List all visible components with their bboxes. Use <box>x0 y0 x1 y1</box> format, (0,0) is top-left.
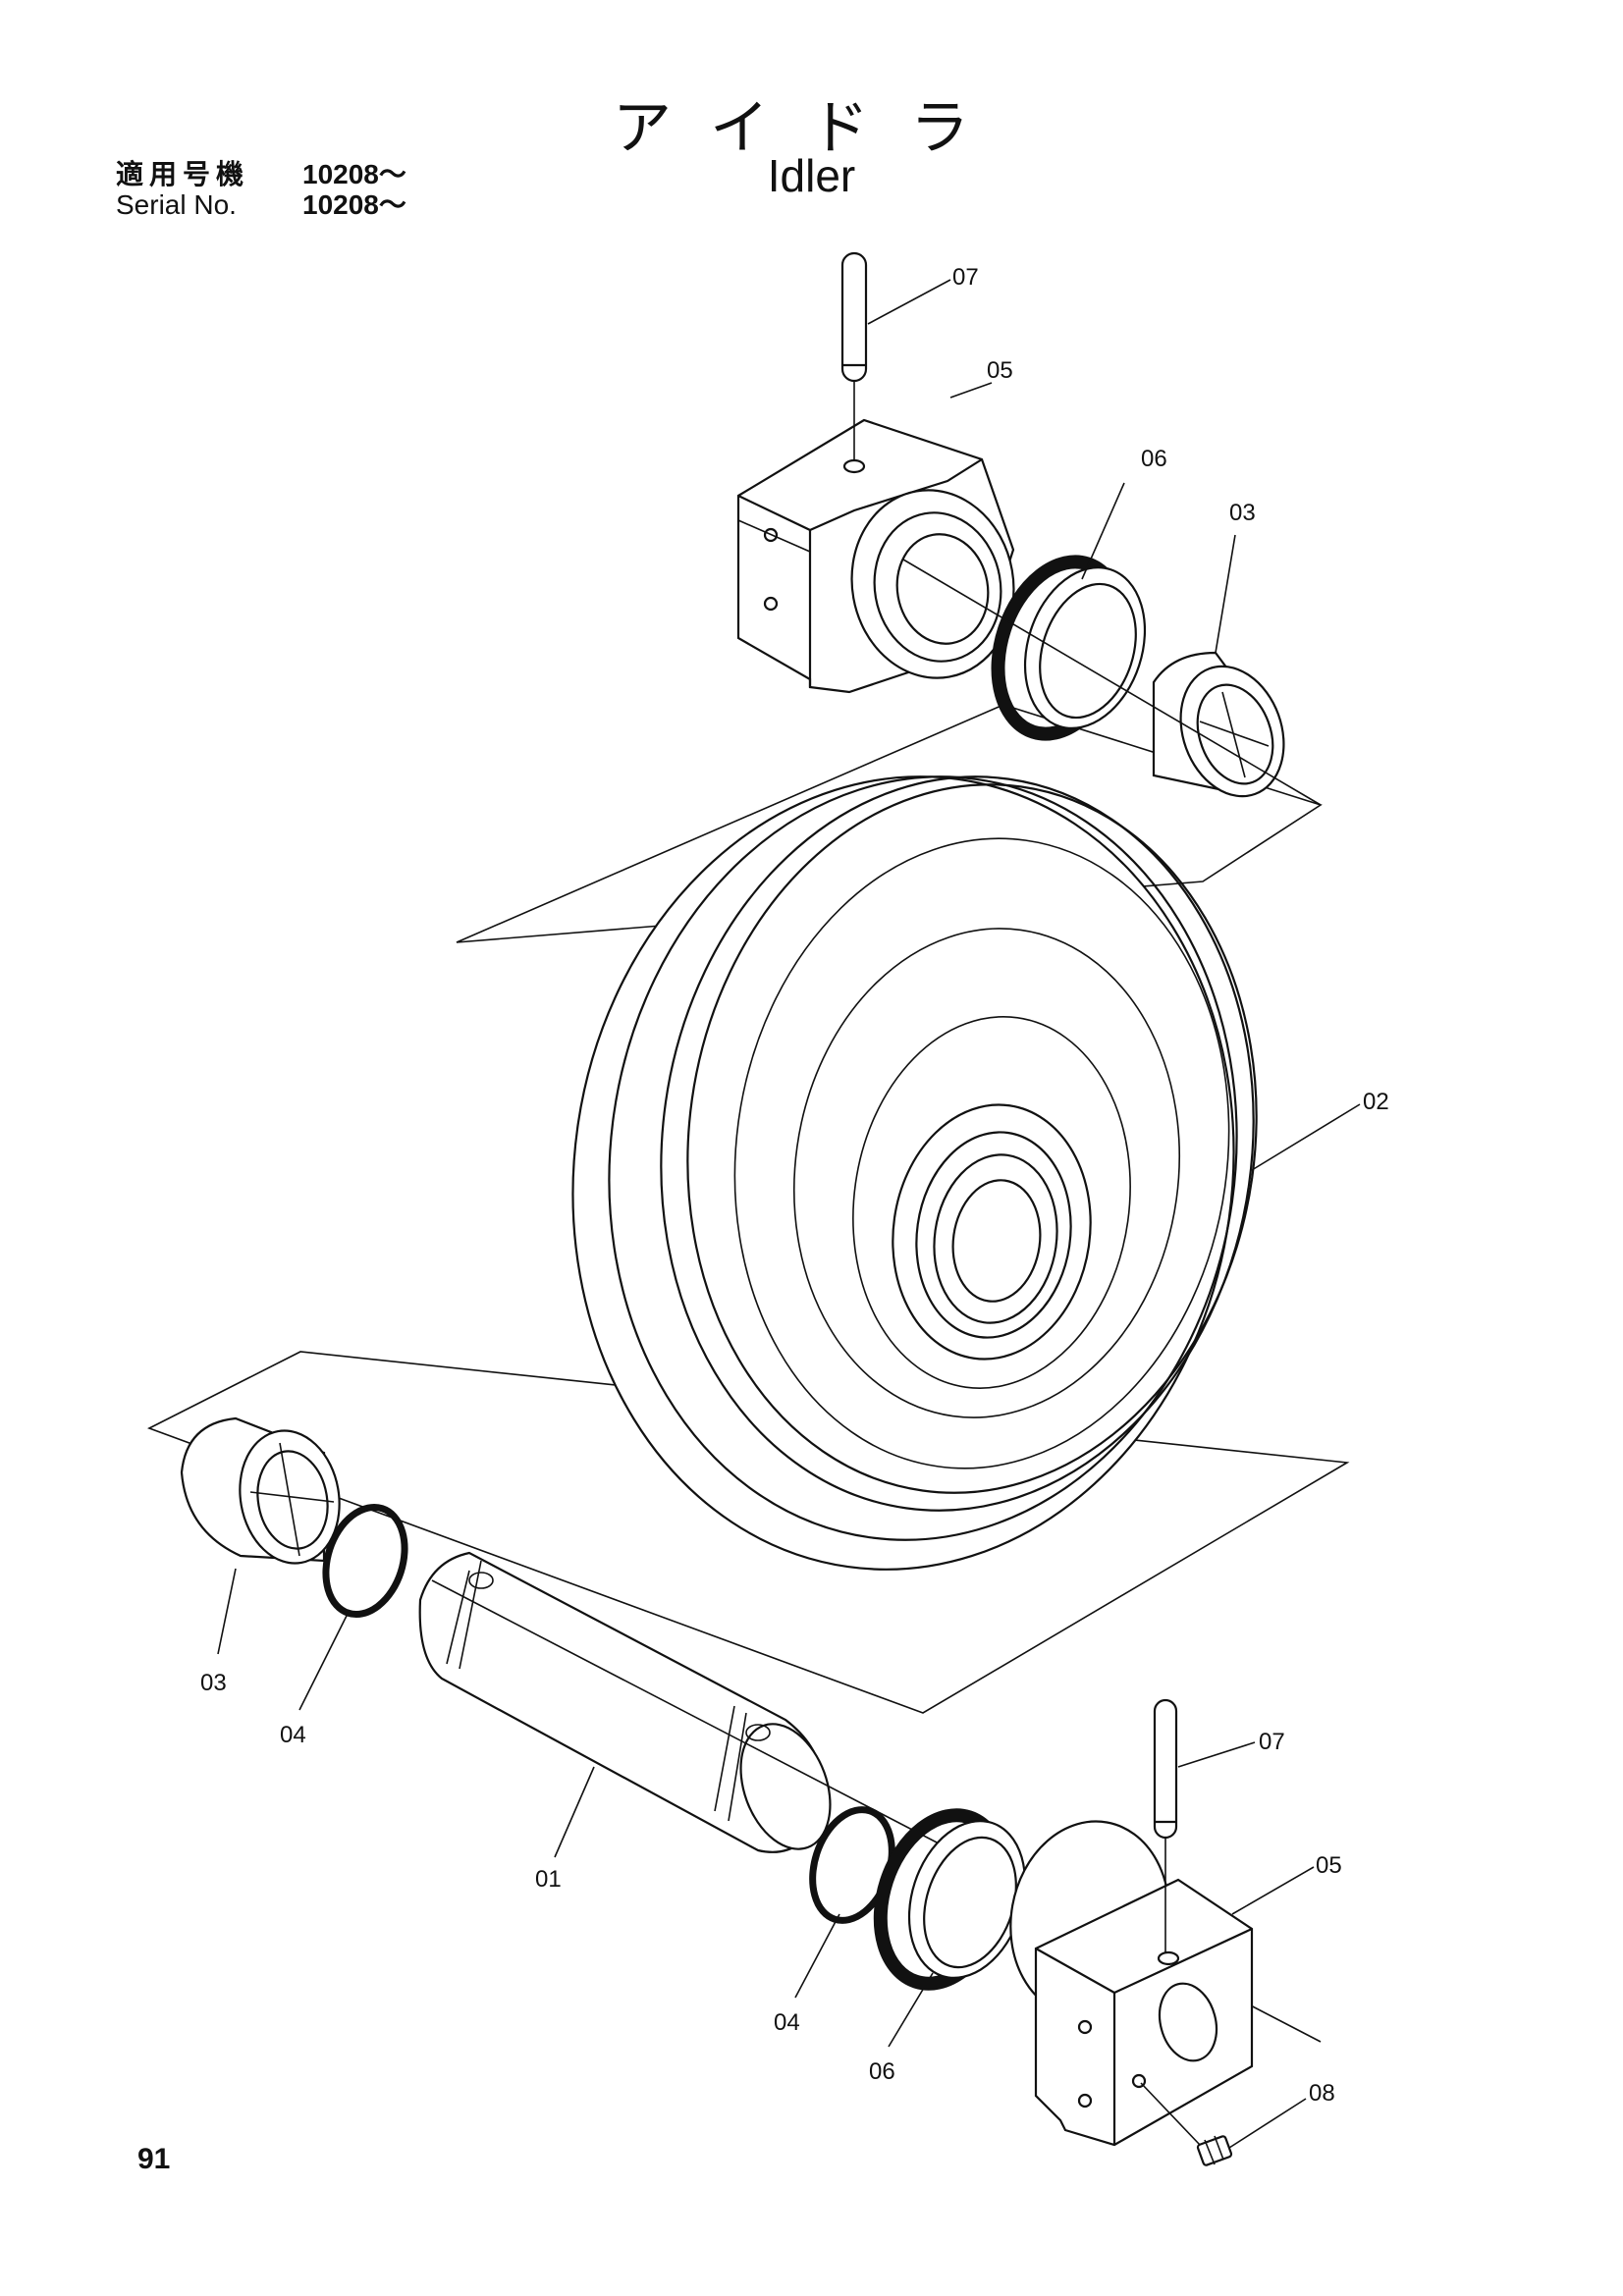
callout-01: 01 <box>535 1866 562 1893</box>
upper-pin <box>840 251 868 461</box>
page-title-english: Idler <box>767 150 856 201</box>
callout-06-bottom: 06 <box>869 2058 895 2085</box>
callout-05-bottom: 05 <box>1316 1852 1342 1879</box>
lower-seal <box>873 1808 1027 1991</box>
idler-shaft <box>418 1551 832 1853</box>
leader-lines <box>217 279 1361 2149</box>
lower-reference-plane <box>146 1351 1350 1714</box>
page-title-japanese: アイドラ <box>613 94 1010 163</box>
callout-07-top: 07 <box>952 264 979 291</box>
callout-03-left: 03 <box>200 1670 227 1696</box>
upper-bushing <box>1152 651 1285 798</box>
callout-04-left: 04 <box>280 1722 306 1748</box>
lower-pin <box>1153 1698 1178 1953</box>
callout-08: 08 <box>1309 2080 1335 2107</box>
serial-label: Serial No. <box>116 189 237 220</box>
callout-04-bottom: 04 <box>774 2009 800 2036</box>
callout-06-top: 06 <box>1141 446 1167 472</box>
page-number: 91 <box>137 2143 171 2175</box>
serial-info: 適用号機 10208～ Serial No. 10208～ <box>116 159 406 220</box>
upper-seal <box>991 555 1147 741</box>
callout-05-top: 05 <box>987 357 1013 384</box>
callout-02: 02 <box>1363 1089 1389 1115</box>
plug-screw <box>1140 2082 1233 2166</box>
serial-value: 10208～ <box>302 189 406 220</box>
applicable-serial-row: 適用号機 10208～ <box>116 159 406 189</box>
applicable-value: 10208～ <box>302 159 406 189</box>
lower-bushing <box>180 1416 341 1565</box>
upper-bracket <box>736 418 1015 694</box>
applicable-label: 適用号機 <box>116 159 250 189</box>
serial-number-row: Serial No. 10208～ <box>116 189 406 220</box>
callout-03-top: 03 <box>1229 500 1256 526</box>
callout-07-bottom: 07 <box>1259 1729 1285 1755</box>
upper-axis-line <box>902 559 1322 806</box>
idler-wheel <box>571 775 1258 1571</box>
lower-bracket <box>1009 1820 1254 2147</box>
